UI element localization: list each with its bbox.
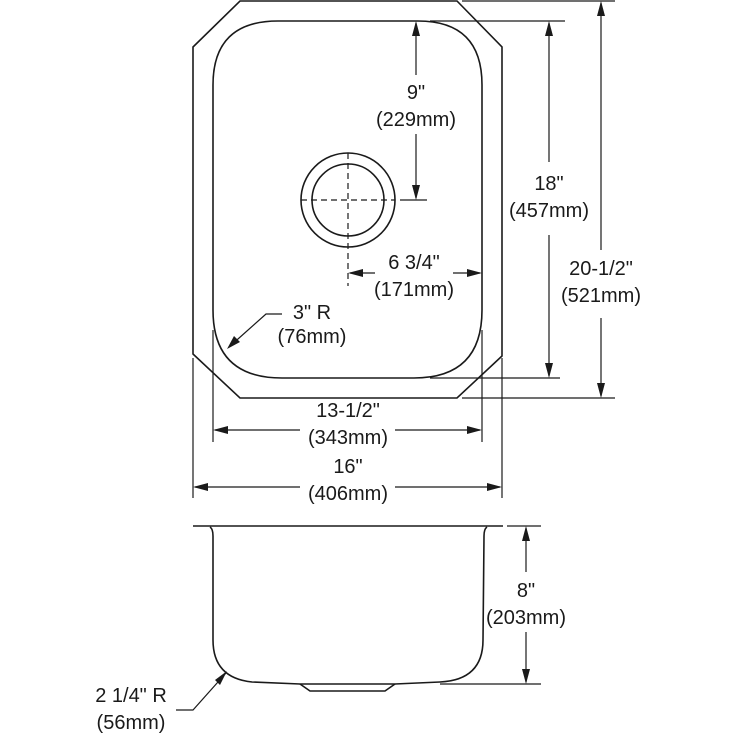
dimension-depth: 8" (203mm) — [440, 525, 566, 685]
dimension-label-metric: (203mm) — [486, 607, 566, 629]
dimension-label: 9" — [407, 82, 425, 104]
dimension-label: 8" — [517, 580, 535, 602]
dimension-label-metric: (76mm) — [278, 326, 347, 348]
dimension-label: 3" R — [293, 302, 331, 324]
sink-outer-rim — [192, 0, 503, 399]
dimension-label-metric: (56mm) — [97, 712, 166, 734]
drain-outlet — [299, 683, 396, 692]
dimension-label-metric: (406mm) — [308, 483, 388, 505]
dimension-bottom-radius: 2 1/4" R (56mm) — [95, 671, 227, 734]
dimension-label-metric: (521mm) — [561, 285, 641, 307]
dimension-overall-width: 16" (406mm) — [192, 358, 503, 505]
dimension-label: 2 1/4" R — [95, 685, 167, 707]
dimension-corner-radius: 3" R (76mm) — [227, 302, 346, 349]
dimension-drain-offset-vertical: 9" (229mm) — [376, 21, 456, 200]
dimension-label: 13-1/2" — [316, 400, 380, 422]
dimension-bowl-width: 13-1/2" (343mm) — [212, 330, 483, 449]
sink-bowl-profile — [209, 526, 488, 685]
dimension-label: 16" — [333, 456, 362, 478]
dimension-label-metric: (171mm) — [374, 279, 454, 301]
sink-top-view — [192, 0, 503, 399]
dimension-label-metric: (343mm) — [308, 427, 388, 449]
dimension-drain-offset-horizontal: 6 3/4" (171mm) — [348, 252, 482, 301]
dimension-label: 18" — [534, 173, 563, 195]
sink-side-view — [193, 525, 503, 692]
dimension-label-metric: (229mm) — [376, 109, 456, 131]
dimension-label: 20-1/2" — [569, 258, 633, 280]
dimension-label-metric: (457mm) — [509, 200, 589, 222]
dimension-overall-length: 20-1/2" (521mm) — [462, 0, 641, 399]
dimension-label: 6 3/4" — [388, 252, 440, 274]
dimension-bowl-length: 18" (457mm) — [430, 20, 589, 379]
sink-bowl-outline — [212, 20, 483, 379]
